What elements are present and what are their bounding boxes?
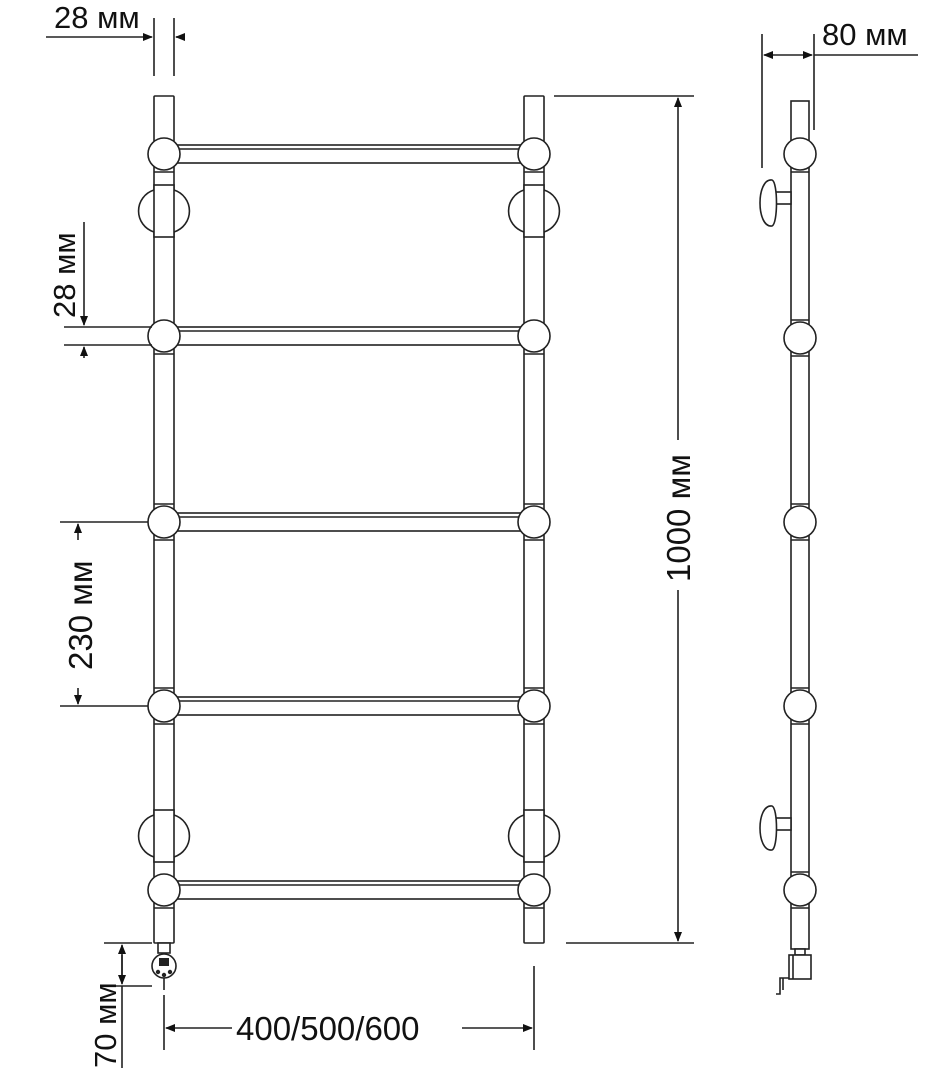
rung-1 xyxy=(173,144,525,164)
pipe-collars xyxy=(154,171,544,909)
joint-ball xyxy=(147,505,181,539)
joint-ball xyxy=(517,689,551,723)
dim-pipe-diameter-side: 28 мм xyxy=(47,222,152,358)
joint-ball xyxy=(147,319,181,353)
joint-ball xyxy=(783,689,817,723)
front-view: 28 мм 28 мм 230 мм 70 мм xyxy=(46,0,697,1068)
joint-ball xyxy=(517,137,551,171)
joint-ball xyxy=(517,319,551,353)
joint-ball xyxy=(783,137,817,171)
joint-ball xyxy=(517,505,551,539)
rungs xyxy=(173,144,525,900)
side-view: 80 мм xyxy=(759,17,918,995)
dim-depth: 80 мм xyxy=(761,17,918,168)
side-bracket-top xyxy=(759,179,778,227)
joint-ball xyxy=(147,689,181,723)
dim-label-rung-spacing: 230 мм xyxy=(62,560,99,670)
side-heater-element xyxy=(776,948,812,995)
dim-label-pipe-diameter-side: 28 мм xyxy=(47,232,82,318)
joint-ball xyxy=(147,873,181,907)
side-wall-brackets xyxy=(759,179,792,851)
dim-label-height: 1000 мм xyxy=(660,454,697,582)
heater-connector xyxy=(151,942,177,990)
dim-label-width: 400/500/600 xyxy=(236,1010,420,1047)
rung-2 xyxy=(173,326,525,346)
dim-width: 400/500/600 xyxy=(163,966,535,1050)
wall-brackets xyxy=(137,184,561,863)
joint-ball xyxy=(783,505,817,539)
dim-bottom-offset: 70 мм xyxy=(88,942,152,1068)
joint-ball xyxy=(783,873,817,907)
joint-ball xyxy=(517,873,551,907)
rung-4 xyxy=(173,696,525,716)
side-bracket-bottom xyxy=(759,805,778,851)
joint-ball xyxy=(147,137,181,171)
side-collars xyxy=(791,171,809,909)
dim-label-pipe-diameter-top: 28 мм xyxy=(54,0,140,35)
dim-rung-spacing: 230 мм xyxy=(60,521,148,707)
joint-ball xyxy=(783,321,817,355)
rung-5 xyxy=(173,880,525,900)
dim-label-depth: 80 мм xyxy=(822,17,908,52)
rung-3 xyxy=(173,512,525,532)
dim-label-bottom-offset: 70 мм xyxy=(88,982,123,1068)
side-joint-balls xyxy=(783,137,817,907)
dim-pipe-diameter-top: 28 мм xyxy=(46,0,185,76)
dim-height: 1000 мм xyxy=(554,95,697,944)
joint-balls xyxy=(147,137,551,907)
